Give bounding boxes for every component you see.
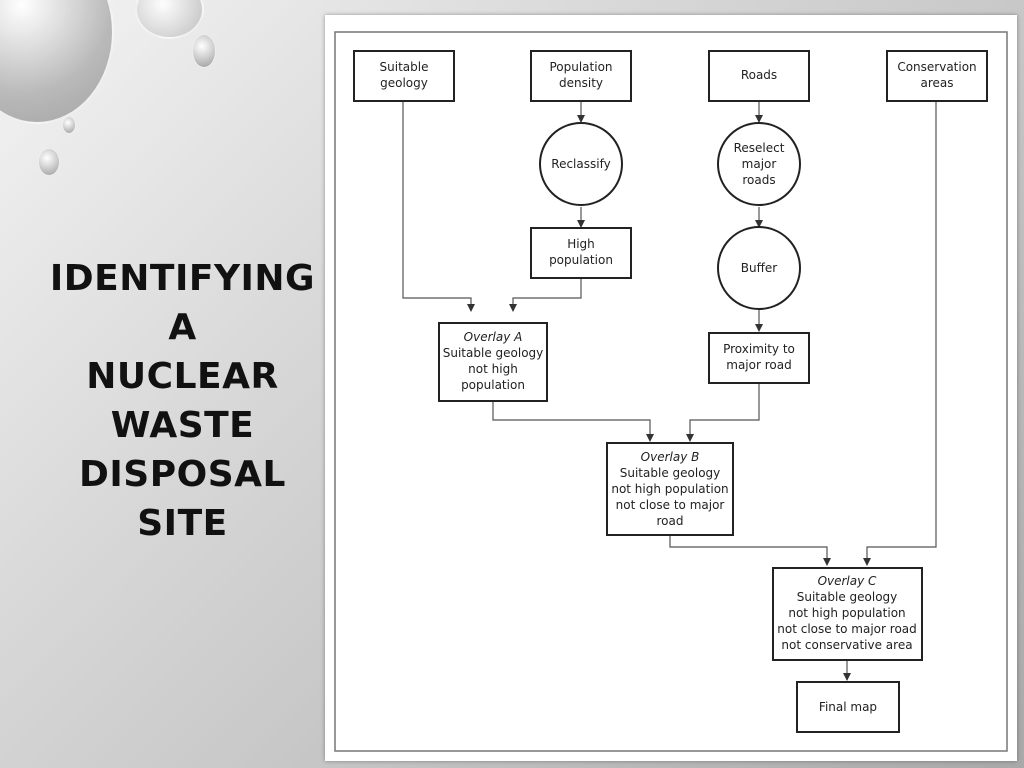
connector-overlay-a-to-overlay-b [492,401,654,442]
node-label: density [559,76,603,90]
connector-proximity-to-overlay-b [686,384,760,442]
node-label: not high [468,362,518,376]
node-label: Suitable [380,60,429,74]
node-label: major road [726,358,791,372]
connector-geology-to-overlay-a [402,102,475,312]
water-drop-decoration [38,148,60,176]
connector-conservation-to-overlay-c [863,102,937,566]
process-reclassify [539,122,623,206]
node-label: not high population [788,606,905,620]
title-line: WASTE [110,405,255,447]
node-label: Conservation [897,60,976,74]
connector-overlay-b-to-overlay-c [669,535,831,566]
overlay-heading: Overlay A [464,330,523,344]
node-label: Suitable geology [620,466,721,480]
overlay-a-box [438,322,548,402]
node-label: Buffer [741,261,777,275]
node-label: population [549,253,613,267]
node-label: not close to major road [777,622,917,636]
overlay-b-box [606,442,734,536]
water-drop-decoration [135,0,204,39]
input-suitable-geology [353,50,455,102]
slide-title: IDENTIFYING A NUCLEAR WASTE DISPOSAL SIT… [30,254,335,548]
input-roads [708,50,810,102]
node-label: not close to major [616,498,725,512]
node-label: roads [742,173,775,187]
diagram-border [334,31,1008,752]
node-label: geology [380,76,428,90]
node-label: road [657,514,684,528]
node-label: major [742,157,777,171]
node-label: Suitable geology [797,590,898,604]
node-label: Roads [741,68,777,82]
overlay-heading: Overlay C [818,574,877,588]
node-label: Proximity to [723,342,795,356]
connector-high-population-to-overlay-a [509,279,582,312]
output-proximity-to-major-road [708,332,810,384]
water-drop-decoration [0,0,114,124]
node-label: Final map [819,700,877,714]
input-population-density [530,50,632,102]
node-label: Reselect [734,141,785,155]
overlay-heading: Overlay B [641,450,700,464]
title-line: DISPOSAL SITE [79,454,286,545]
water-drop-decoration [192,34,216,68]
node-label: Population [549,60,612,74]
node-label: not conservative area [781,638,912,652]
process-reselect-major-roads [717,122,801,206]
water-drop-decoration [62,116,76,134]
process-buffer [717,226,801,310]
flowchart: Suitable geology Population density Road… [334,31,1008,752]
output-high-population [530,227,632,279]
node-label: areas [920,76,953,90]
node-label: population [461,378,525,392]
node-label: High [567,237,595,251]
title-line: IDENTIFYING A [49,258,316,349]
flowchart-panel: Suitable geology Population density Road… [325,15,1017,761]
node-label: Suitable geology [443,346,544,360]
input-conservation-areas [886,50,988,102]
output-final-map [796,681,900,733]
node-label: not high population [611,482,728,496]
overlay-c-box [772,567,923,661]
node-label: Reclassify [551,157,610,171]
title-line: NUCLEAR [86,356,279,398]
